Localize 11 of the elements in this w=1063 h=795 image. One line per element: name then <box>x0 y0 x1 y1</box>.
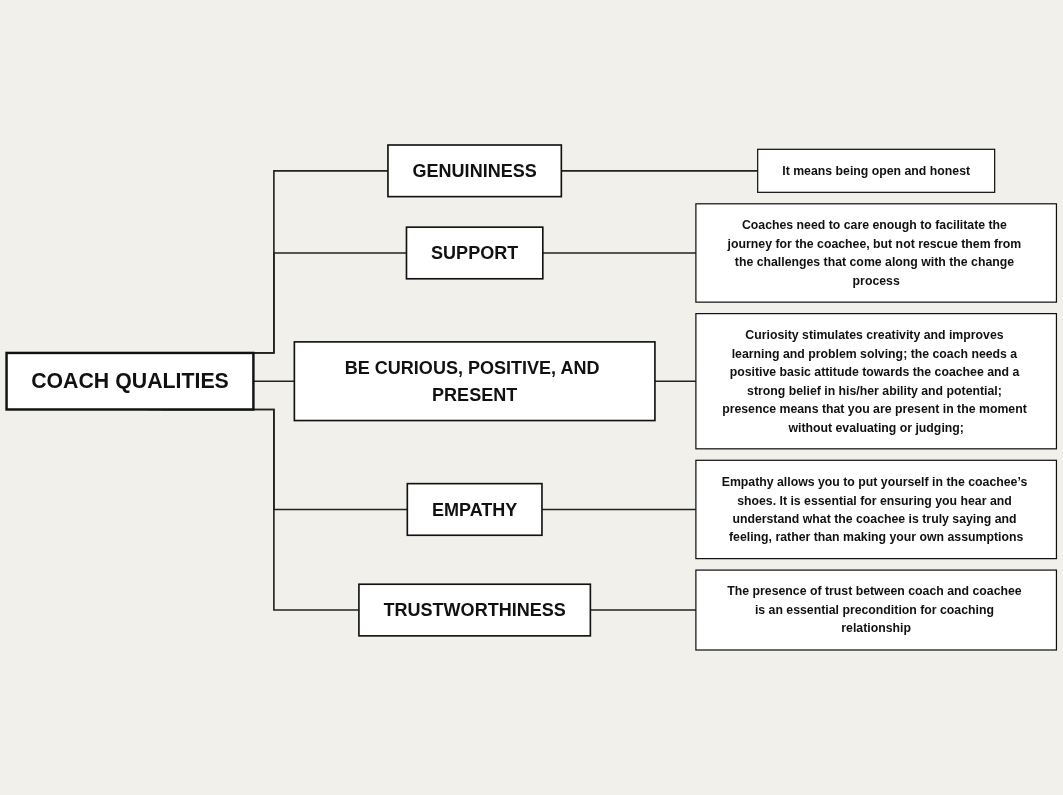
node-box: It means being open and honest <box>757 148 996 193</box>
node-box: BE CURIOUS, POSITIVE, AND PRESENT <box>293 341 656 422</box>
node-box: SUPPORT <box>405 226 544 280</box>
node-box: GENUININESS <box>387 144 563 198</box>
node-box: Coaches need to care enough to facilitate the journey for the coachee, but not rescue them from the challenges that come along with the change process <box>695 203 1058 303</box>
node-box: Curiosity stimulates creativity and improves learning and problem solving; the coach needs a positive basic attitude towards the coachee and a strong belief in his/her ability and potential; presence means that you are present in the moment without evaluating or judging; <box>695 313 1058 450</box>
node-box: TRUSTWORTHINESS <box>358 583 592 637</box>
node-box: COACH QUALITIES <box>5 351 255 411</box>
node-box: The presence of trust between coach and coachee is an essential precondition for coaching relationship <box>695 569 1058 651</box>
node-box: EMPATHY <box>406 482 543 537</box>
node-box: Empathy allows you to put yourself in the coachee’s shoes. It is essential for ensuring you hear and understand what the coachee is truly saying and feeling, rather than making your own assumptions <box>695 459 1058 560</box>
